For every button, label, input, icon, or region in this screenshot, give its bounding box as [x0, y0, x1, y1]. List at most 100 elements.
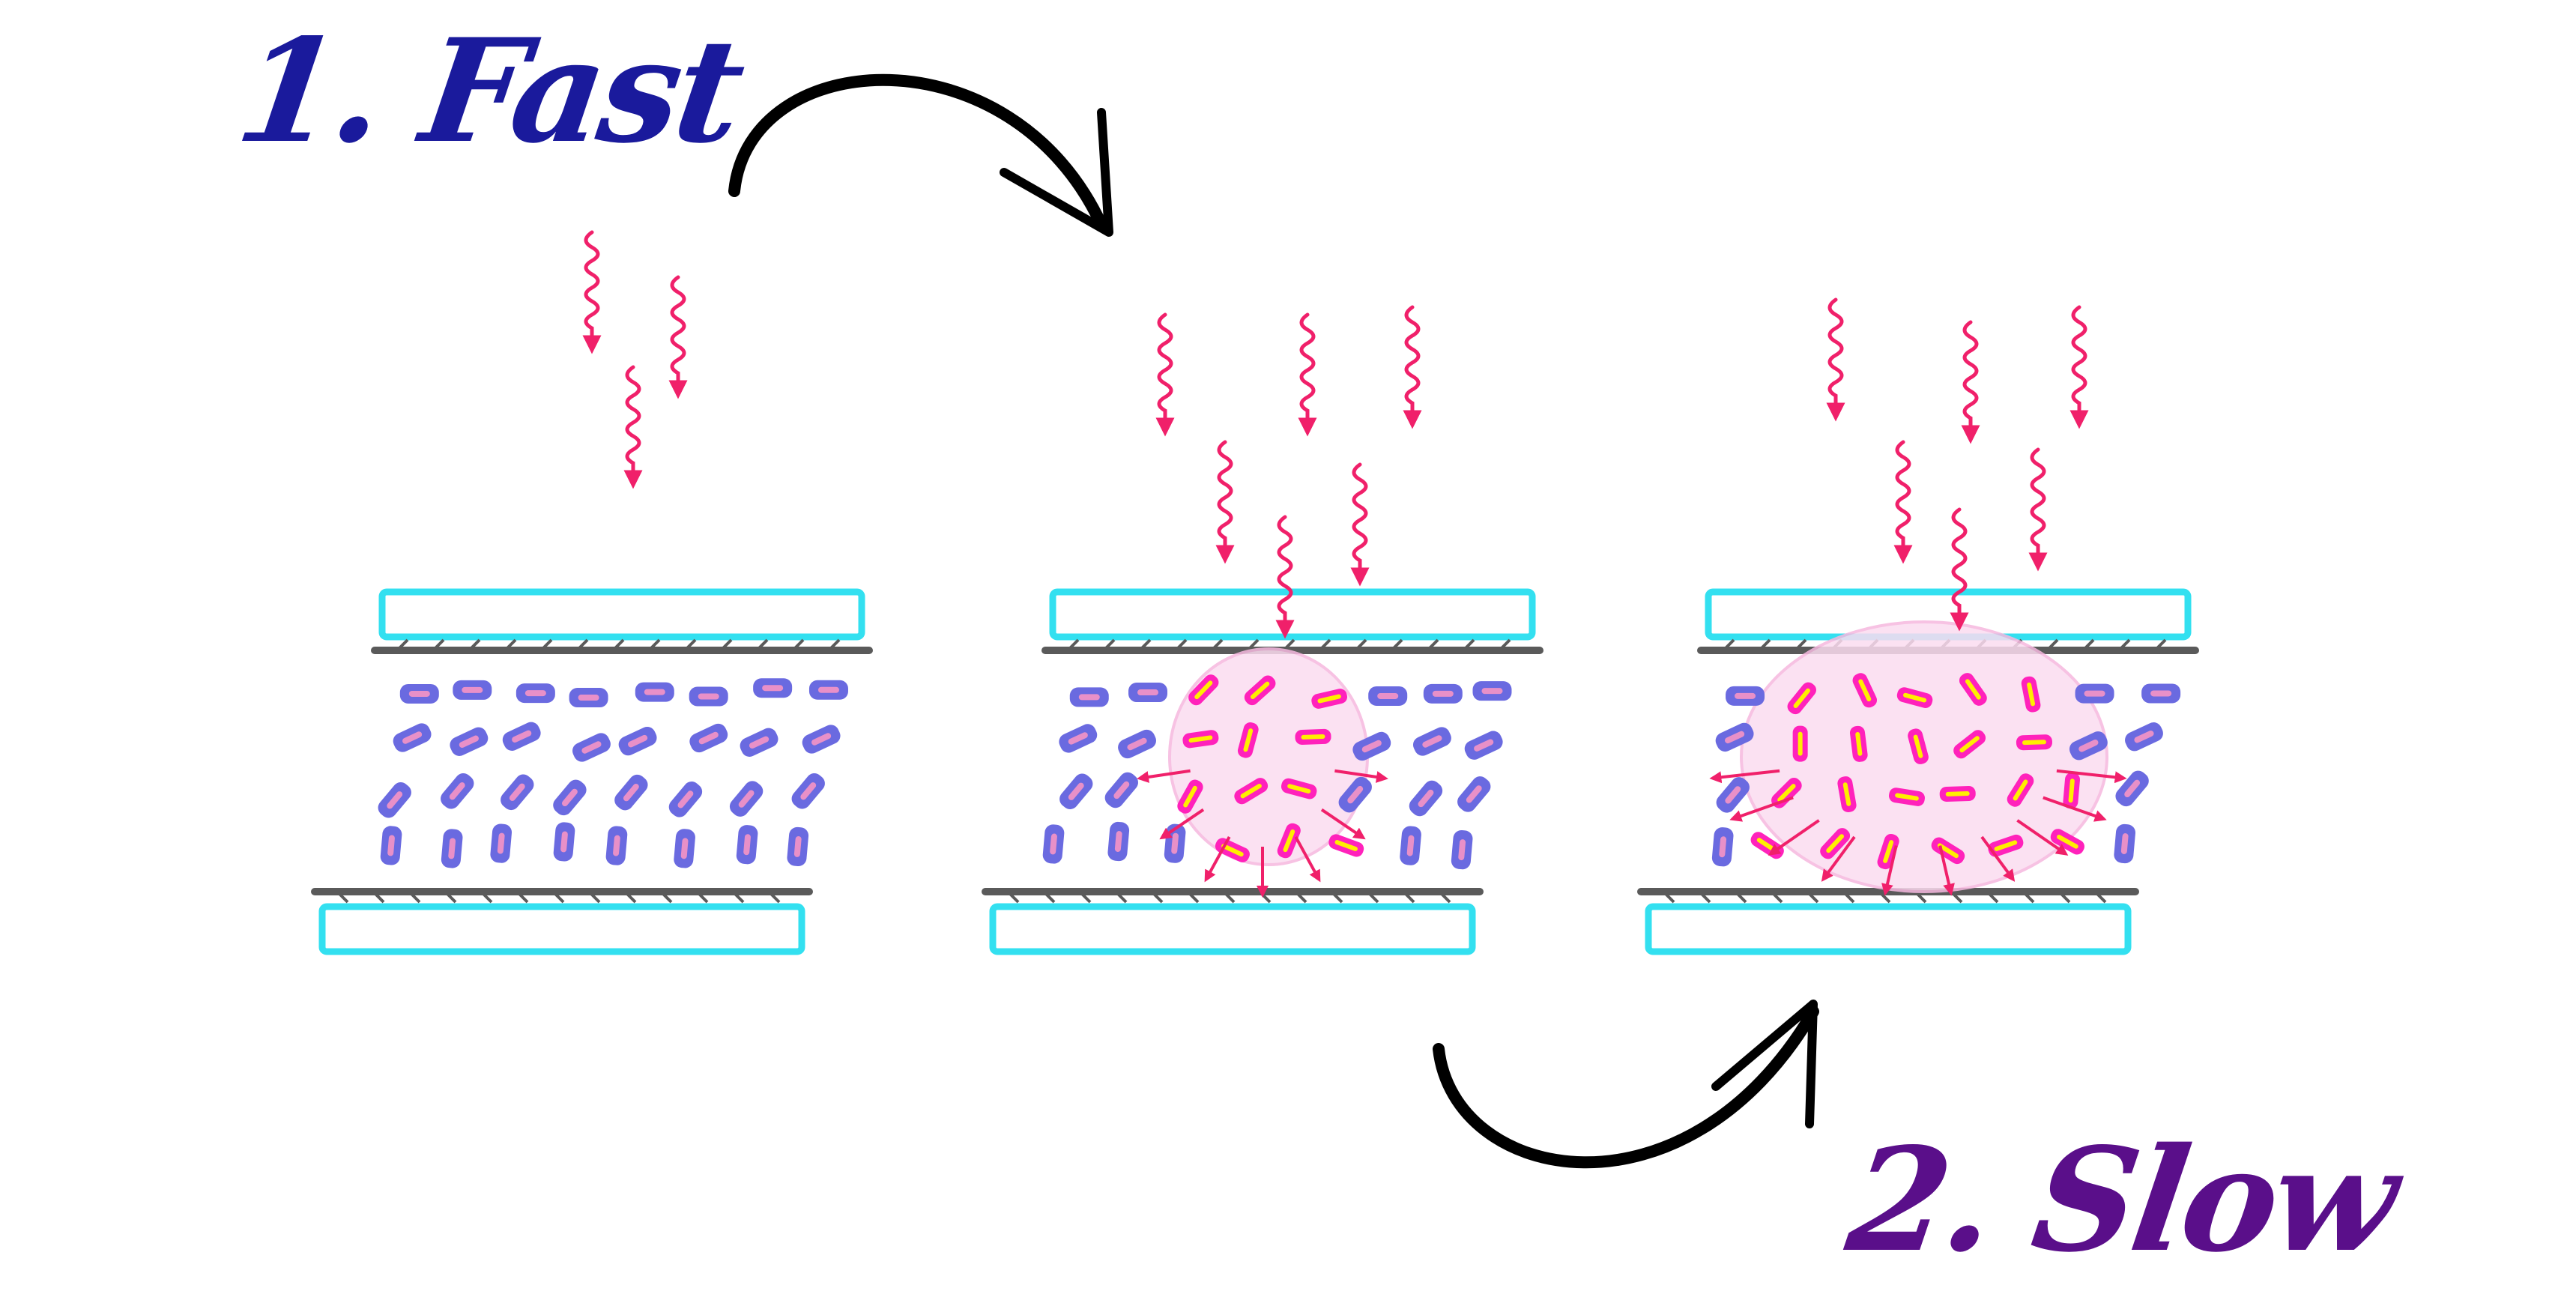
alignment-hatch: [683, 638, 697, 652]
photon-icon: [2069, 305, 2089, 429]
alignment-hatch: [1138, 638, 1152, 652]
isotropic-molecule: [1939, 785, 1976, 802]
lc-molecule: [501, 774, 534, 811]
lc-molecule: [2125, 722, 2163, 752]
alignment-hatch: [1042, 890, 1056, 904]
alignment-hatch: [2058, 890, 2071, 904]
top-glass-substrate: [378, 588, 865, 641]
photon-icon: [1950, 507, 1969, 632]
alignment-hatch: [372, 890, 385, 904]
lc-molecule: [1107, 821, 1130, 862]
photon-icon: [1298, 312, 1317, 437]
alignment-hatch: [1210, 638, 1224, 652]
lc-molecule: [753, 678, 793, 698]
alignment-hatch: [444, 890, 457, 904]
lc-molecule: [553, 822, 575, 862]
lc-molecule: [729, 781, 764, 817]
phase-front-arrow: [1768, 819, 1820, 856]
alignment-hatch: [468, 638, 481, 652]
alignment-hatch: [432, 638, 445, 652]
isotropic-molecule: [1277, 823, 1301, 859]
lc-molecule: [808, 680, 848, 700]
panel-final-state: [1637, 297, 2199, 955]
isotropic-molecule: [1182, 730, 1219, 749]
alignment-hatch: [2046, 638, 2059, 652]
alignment-hatch: [1758, 638, 1771, 652]
phase-front-arrow: [2043, 796, 2107, 822]
alignment-hatch: [1914, 890, 1927, 904]
alignment-hatch: [719, 638, 733, 652]
phase-front-arrow: [1821, 835, 1856, 882]
arrowhead-icon: [1711, 1000, 1818, 1128]
isotropic-molecule: [1820, 828, 1851, 859]
alignment-hatch: [1734, 890, 1747, 904]
isotropic-molecule: [1177, 779, 1203, 814]
arrowhead-icon: [1000, 108, 1113, 237]
lc-molecule: [2114, 823, 2135, 864]
phase-front-arrow: [1159, 808, 1205, 840]
phase-front-arrow: [1137, 769, 1191, 783]
isotropic-molecule: [1281, 778, 1317, 799]
lc-molecule: [378, 782, 411, 818]
lc-molecule: [502, 722, 541, 751]
alignment-hatch: [1770, 890, 1783, 904]
phase-front-arrow: [1204, 835, 1231, 883]
alignment-hatch: [755, 638, 769, 652]
lc-molecule: [740, 728, 778, 757]
photon-icon: [1155, 312, 1175, 437]
lc-molecule: [2141, 683, 2181, 704]
lc-molecule: [1338, 776, 1372, 813]
alignment-hatch: [1806, 890, 1819, 904]
alignment-hatch: [396, 638, 409, 652]
lc-molecule: [668, 782, 703, 817]
alignment-hatch: [767, 890, 781, 904]
isotropic-molecule: [1234, 778, 1269, 805]
lc-molecule: [1716, 777, 1750, 813]
alignment-hatch: [1426, 638, 1439, 652]
lc-molecule: [1069, 687, 1109, 707]
lc-molecule: [689, 686, 728, 707]
alignment-hatch: [827, 638, 841, 652]
photon-icon: [668, 275, 688, 399]
alignment-hatch: [695, 890, 709, 904]
alignment-hatch: [1318, 638, 1331, 652]
alignment-hatch: [2081, 638, 2095, 652]
top-glass-substrate: [1049, 588, 1536, 641]
lc-molecule: [1352, 731, 1391, 761]
alignment-hatch: [659, 890, 673, 904]
alignment-hatch: [1878, 890, 1891, 904]
lc-molecule: [1472, 681, 1512, 701]
lc-molecule: [2115, 770, 2149, 807]
isotropic-molecule: [1188, 674, 1219, 706]
isotropic-molecule: [2050, 829, 2084, 855]
alignment-hatch: [1294, 890, 1307, 904]
isotropic-molecule: [1896, 687, 1933, 708]
alignment-hatch: [1066, 638, 1080, 652]
phase-front-arrow: [2016, 819, 2069, 856]
isotropic-molecule: [1959, 673, 1987, 706]
lc-molecule: [1451, 829, 1473, 870]
lc-molecule: [1423, 683, 1463, 704]
isotropic-molecule: [1244, 675, 1276, 706]
photon-icon: [1403, 305, 1422, 429]
lc-molecule: [1368, 686, 1408, 706]
alignment-hatch: [1222, 890, 1236, 904]
alignment-hatch: [1114, 890, 1128, 904]
phase-front-arrow: [2056, 769, 2127, 784]
lc-molecule: [1400, 826, 1421, 865]
alignment-hatch: [480, 890, 493, 904]
alignment-hatch: [1330, 890, 1343, 904]
step-1-label: 1. Fast: [228, 7, 750, 175]
alignment-hatch: [1282, 638, 1295, 652]
lc-molecule: [1726, 686, 1765, 706]
step-2-label: 2. Slow: [1839, 1116, 2404, 1284]
lc-molecule: [380, 826, 402, 865]
alignment-hatch: [623, 890, 637, 904]
lc-molecule: [441, 829, 463, 868]
alignment-hatch: [2093, 890, 2107, 904]
phase-front-arrow: [1980, 835, 2016, 882]
alignment-hatch: [1794, 638, 1807, 652]
alignment-hatch: [504, 638, 517, 652]
